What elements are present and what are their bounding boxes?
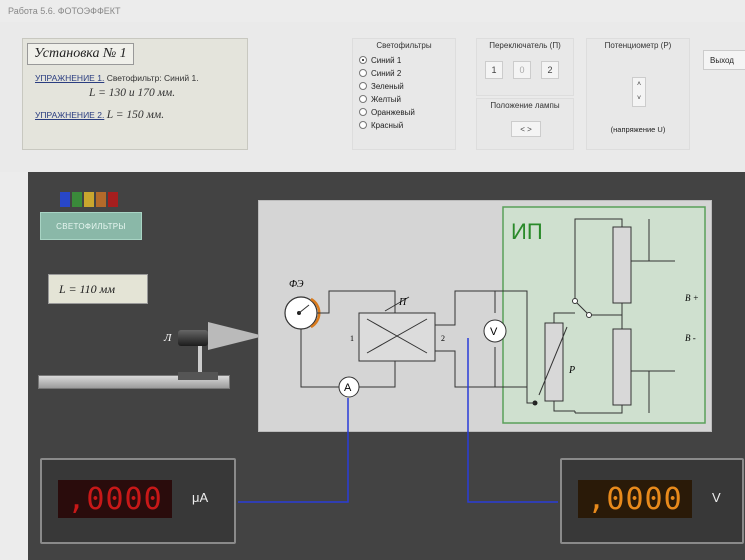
current-meter: ,0000 μA	[40, 458, 236, 544]
exit-button[interactable]: Выход	[703, 50, 745, 70]
switch-group: Переключатель (П) 1 0 2	[476, 38, 574, 96]
switch-button-0[interactable]: 0	[513, 61, 531, 79]
filters-title: Светофильтры	[376, 41, 432, 50]
filter-option-5[interactable]: Красный	[359, 120, 403, 130]
lamp-label: Л	[164, 332, 172, 344]
switch-box[interactable]	[358, 312, 436, 362]
filter-option-0[interactable]: Синий 1	[359, 55, 401, 65]
control-panel: Установка № 1 УПРАЖНЕНИЕ 1. Светофильтр:…	[0, 22, 745, 172]
exercise-1-link[interactable]: УПРАЖНЕНИЕ 1.	[35, 73, 105, 83]
exercise-1: УПРАЖНЕНИЕ 1. Светофильтр: Синий 1.	[35, 73, 199, 83]
install-info: Установка № 1 УПРАЖНЕНИЕ 1. Светофильтр:…	[22, 38, 248, 150]
filter-swatches	[60, 192, 118, 207]
potentiometer-arrow	[538, 326, 568, 396]
potentiometer-title: Потенциометр (Р)	[604, 41, 672, 50]
lamp-position-group: Положение лампы < >	[476, 98, 574, 150]
radio-icon[interactable]	[359, 108, 367, 116]
switch-button-2[interactable]: 2	[541, 61, 559, 79]
voltmeter-icon	[483, 319, 507, 343]
voltage-unit: V	[712, 490, 721, 505]
radio-icon[interactable]	[359, 69, 367, 77]
ammeter-icon	[338, 376, 360, 398]
switch-label: П	[398, 297, 407, 308]
filter-option-4[interactable]: Оранжевый	[359, 107, 415, 117]
filter-option-1[interactable]: Синий 2	[359, 68, 401, 78]
current-unit: μA	[192, 490, 209, 505]
lamp-icon[interactable]	[178, 330, 208, 346]
lamp-distance-display: L = 110 мм	[48, 274, 148, 304]
filter-option-label: Красный	[371, 120, 404, 130]
circuit-diagram: ИП В + В	[284, 206, 706, 424]
potentiometer-spinner[interactable]: ˄ ˅	[632, 77, 646, 107]
lamp-carriage[interactable]	[178, 372, 218, 380]
voltmeter-label: V	[490, 326, 498, 338]
voltage-meter: ,0000 V	[560, 458, 744, 544]
power-source-label: ИП	[511, 219, 543, 244]
filter-swatch-2[interactable]	[84, 192, 94, 207]
radio-icon[interactable]	[359, 121, 367, 129]
window-title: Работа 5.6. ФОТОЭФФЕКТ	[8, 6, 121, 16]
plus-terminal-label: В +	[685, 293, 699, 303]
ammeter-label: A	[344, 382, 352, 394]
lamp-stand	[198, 346, 202, 376]
potentiometer-down-icon[interactable]: ˅	[636, 95, 642, 102]
potentiometer-up-icon[interactable]: ˄	[636, 81, 642, 88]
filter-swatch-1[interactable]	[72, 192, 82, 207]
potentiometer-group: Потенциометр (Р) ˄ ˅ (напряжение U)	[586, 38, 690, 150]
filter-option-label: Синий 1	[371, 55, 402, 65]
install-title: Установка № 1	[27, 43, 134, 65]
switch-title: Переключатель (П)	[489, 41, 561, 50]
filter-option-label: Зеленый	[371, 81, 404, 91]
filter-option-3[interactable]: Желтый	[359, 94, 401, 104]
filters-button[interactable]: СВЕТОФИЛЬТРЫ	[40, 212, 142, 240]
filter-swatch-4[interactable]	[108, 192, 118, 207]
exercise-2: УПРАЖНЕНИЕ 2. L = 150 мм.	[35, 109, 164, 121]
radio-icon[interactable]	[359, 82, 367, 90]
switch-button-1[interactable]: 1	[485, 61, 503, 79]
circuit-panel: ИП В + В	[258, 200, 712, 432]
switch-pin-2: 2	[441, 334, 445, 343]
current-display: ,0000	[58, 480, 172, 518]
light-beam	[208, 322, 264, 350]
filter-option-label: Оранжевый	[371, 107, 415, 117]
filter-option-label: Желтый	[371, 94, 402, 104]
potentiometer-status: (напряжение U)	[610, 125, 666, 134]
lab-bench: СВЕТОФИЛЬТРЫ L = 110 мм Л ИП	[28, 172, 745, 560]
radio-icon[interactable]	[359, 56, 367, 64]
filter-option-2[interactable]: Зеленый	[359, 81, 404, 91]
voltage-display: ,0000	[578, 480, 692, 518]
exercise-2-value: L = 150 мм.	[106, 109, 165, 121]
potentiometer-label: Р	[568, 365, 575, 376]
filter-option-label: Синий 2	[371, 68, 402, 78]
radio-icon[interactable]	[359, 95, 367, 103]
meter-connection-lines	[238, 338, 558, 503]
exercise-1-text: Светофильтр: Синий 1.	[106, 73, 199, 83]
minus-terminal-label: В -	[685, 333, 696, 343]
lamp-position-title: Положение лампы	[490, 101, 560, 110]
photocell-label: ФЭ	[289, 279, 304, 290]
exercise-2-link[interactable]: УПРАЖНЕНИЕ 2.	[35, 110, 105, 120]
exercise-1-value: L = 130 и 170 мм.	[89, 87, 176, 99]
filter-swatch-3[interactable]	[96, 192, 106, 207]
lamp-position-button[interactable]: < >	[511, 121, 541, 137]
switch-pin-1: 1	[350, 334, 354, 343]
filter-swatch-0[interactable]	[60, 192, 70, 207]
